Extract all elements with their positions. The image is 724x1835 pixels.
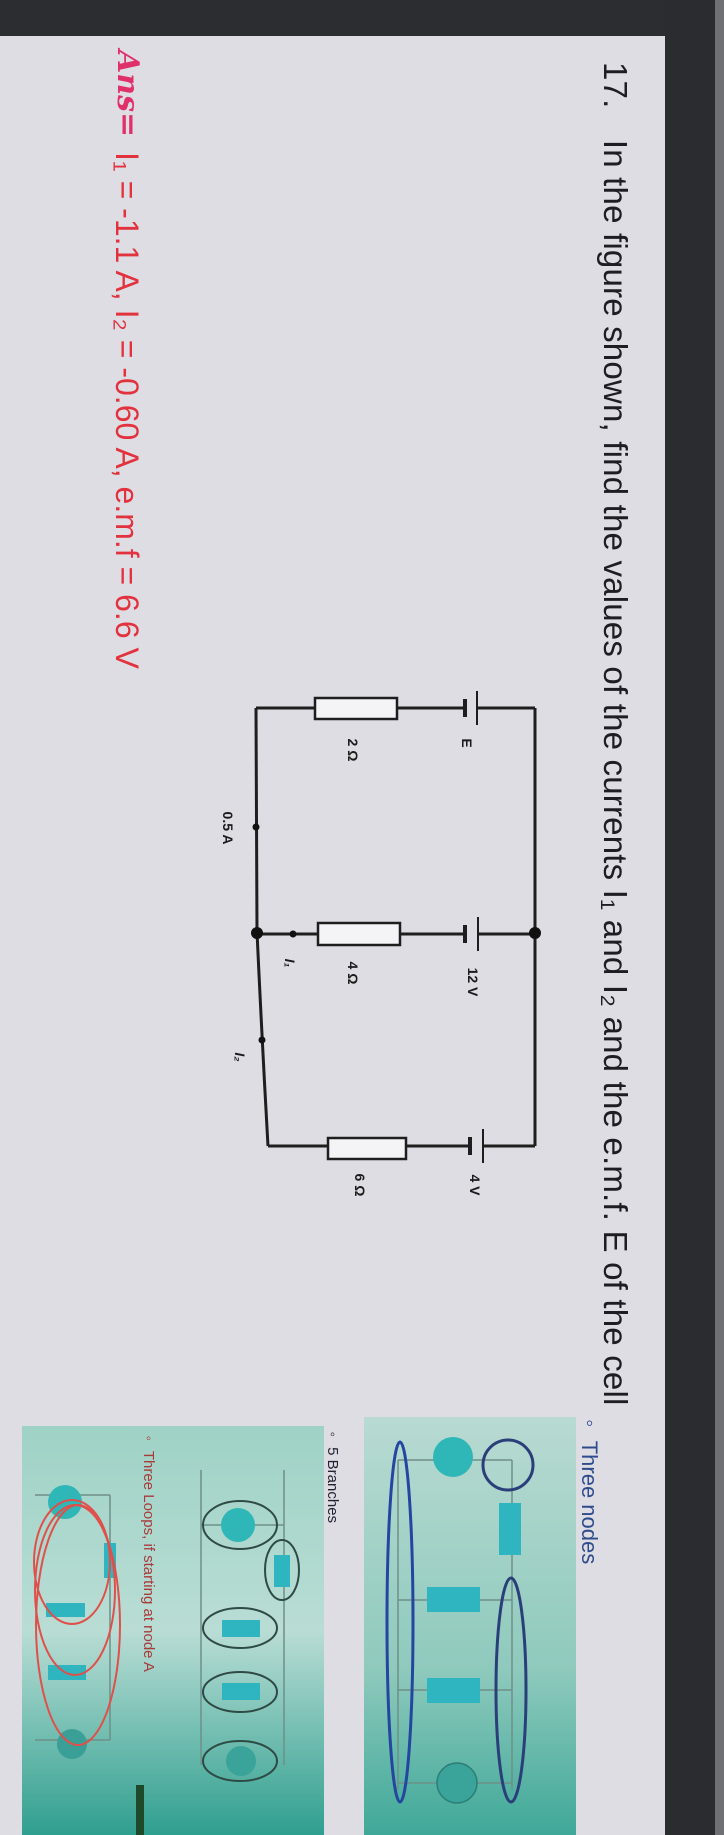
current-arrow-i2 <box>258 1036 266 1044</box>
resistor-icon <box>222 1683 260 1700</box>
bottom-wire <box>254 707 270 1147</box>
monitor-bezel-right <box>665 0 715 1835</box>
slide-label-three-nodes: ◦ Three nodes <box>577 1410 602 1565</box>
slide-panel-nodes <box>364 1417 576 1835</box>
resistor-2-ohm <box>313 696 399 721</box>
circuit-labels: E 2 Ω 0.5 A I₁ 4 Ω 12 V I₂ 6 Ω 4 V <box>220 738 483 1196</box>
answer-line: Ans= I₁ = -1.1 A, I₂ = -0.60 A, e.m.f = … <box>108 50 145 669</box>
label-6-ohm: 6 Ω <box>352 1174 368 1197</box>
resistor-icon <box>427 1587 480 1612</box>
branch-highlight <box>264 1539 300 1601</box>
current-arrow-i1 <box>289 930 297 938</box>
question-body: In the figure shown, find the values of … <box>597 139 634 1406</box>
resistor-icon <box>427 1678 480 1703</box>
branch-highlight <box>202 1740 278 1782</box>
resistor-4-ohm <box>316 921 402 947</box>
source-icon <box>436 1762 478 1804</box>
panel-background <box>364 1417 576 1835</box>
node-highlight <box>481 1438 535 1492</box>
loop-highlights <box>33 1499 121 1746</box>
source-icon <box>221 1508 255 1542</box>
resistor-icon <box>274 1555 290 1587</box>
label-i2: I₂ <box>232 1052 248 1061</box>
question-text: 17. In the figure shown, find the values… <box>596 62 634 1406</box>
label-12v: 12 V <box>465 968 481 997</box>
junction-node-top <box>529 927 541 939</box>
branch-highlight <box>202 1607 278 1649</box>
question-number: 17. <box>597 62 634 109</box>
resistor-icon <box>499 1503 521 1555</box>
label-e: E <box>459 738 475 747</box>
answer-text: I₁ = -1.1 A, I₂ = -0.60 A, e.m.f = 6.6 V <box>109 152 145 669</box>
label-4v: 4 V <box>467 1174 483 1196</box>
circuit-markers <box>251 823 541 1044</box>
dark-bar <box>136 1785 144 1835</box>
resistor-6-ohm <box>326 1136 408 1161</box>
node-highlight <box>494 1576 528 1804</box>
label-i1: I₁ <box>282 959 298 968</box>
monitor-edge <box>715 0 724 1835</box>
junction-node-bottom <box>251 927 263 939</box>
source-icon <box>226 1746 256 1776</box>
monitor-bezel-top <box>0 0 724 36</box>
current-arrow-0-5a <box>252 823 260 831</box>
source-icon <box>433 1437 473 1477</box>
answer-handwritten-prefix: Ans= <box>110 50 145 138</box>
label-2-ohm: 2 Ω <box>345 739 361 762</box>
label-0-5a: 0.5 A <box>220 812 236 845</box>
slide-label-three-loops: ◦ Three Loops, if starting at node A <box>140 1430 157 1672</box>
label-4-ohm: 4 Ω <box>345 962 361 985</box>
branch-highlight <box>202 1500 278 1550</box>
circuit-diagram <box>254 691 537 1163</box>
resistor-icon <box>222 1620 260 1637</box>
slide-label-five-branches: ◦ 5 Branches <box>324 1426 341 1524</box>
branch-highlight <box>202 1671 278 1713</box>
slide-panel-branches-loops <box>22 1426 324 1835</box>
node-highlight <box>385 1440 415 1804</box>
resistor-icon <box>46 1603 85 1617</box>
